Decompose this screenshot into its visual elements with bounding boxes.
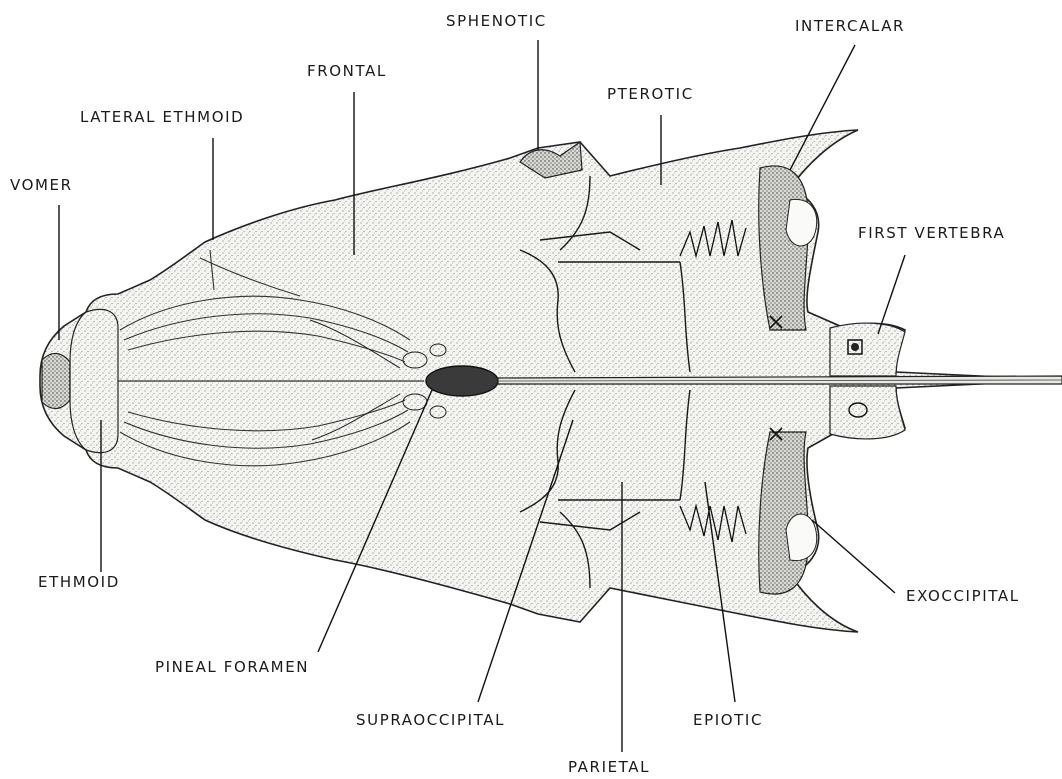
label-ethmoid: ETHMOID xyxy=(38,575,120,590)
label-pterotic: PTEROTIC xyxy=(607,87,694,102)
label-frontal: FRONTAL xyxy=(307,64,387,79)
label-parietal: PARIETAL xyxy=(568,760,650,775)
label-first-vertebra: FIRST VERTEBRA xyxy=(858,226,1005,241)
vomer-bone xyxy=(42,353,70,408)
label-supraoccipital: SUPRAOCCIPITAL xyxy=(356,713,505,728)
label-vomer: VOMER xyxy=(10,178,73,193)
label-lateral-ethmoid: LATERAL ETHMOID xyxy=(80,110,244,125)
label-intercalar: INTERCALAR xyxy=(795,19,905,34)
intercalar-bone xyxy=(759,166,809,330)
label-epiotic: EPIOTIC xyxy=(693,713,763,728)
label-exoccipital: EXOCCIPITAL xyxy=(906,589,1020,604)
pineal-foramen xyxy=(426,366,498,396)
label-pineal-foramen: PINEAL FORAMEN xyxy=(155,660,309,675)
label-sphenotic: SPHENOTIC xyxy=(446,14,547,29)
exoccipital-bone xyxy=(759,432,809,594)
